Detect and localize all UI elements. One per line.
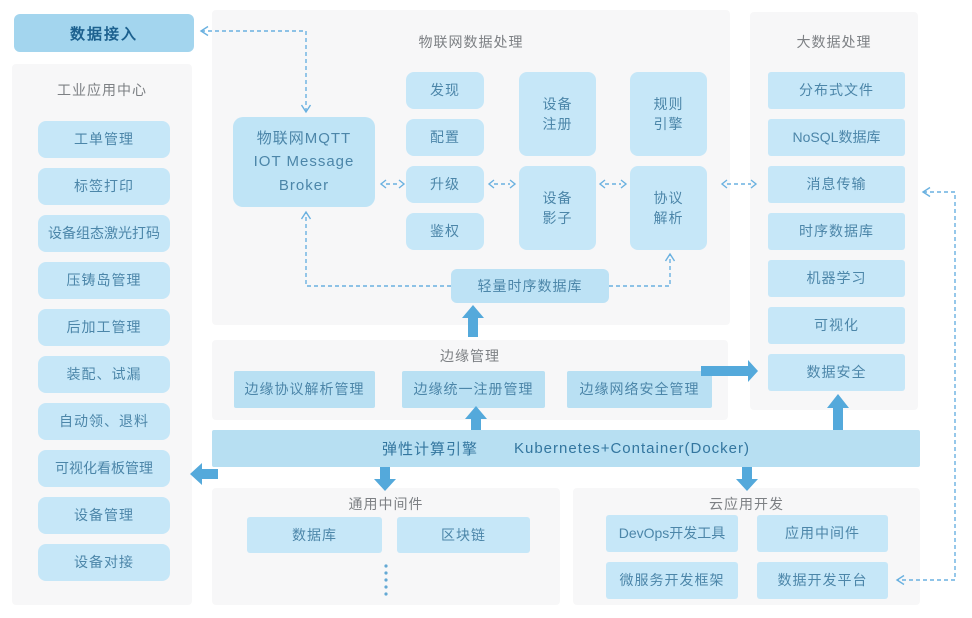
iot-node-discover: 发现 xyxy=(406,72,484,109)
app-item-post-processing: 后加工管理 xyxy=(38,309,170,346)
panel-title-big-data: 大数据处理 xyxy=(796,34,872,50)
cloud-node-data-dev-platform: 数据开发平台 xyxy=(757,562,888,599)
panel-title-iot: 物联网数据处理 xyxy=(418,34,524,50)
mqtt-broker-node: 物联网MQTT IOT Message Broker xyxy=(233,117,375,207)
iot-node-upgrade: 升级 xyxy=(406,166,484,203)
panel-edge-management: 边缘管理 边缘协议解析管理 边缘统一注册管理 边缘网络安全管理 xyxy=(212,340,728,420)
iot-node-device-registry: 设备 注册 xyxy=(519,72,596,156)
cloud-node-app-middleware: 应用中间件 xyxy=(757,515,888,552)
cloud-node-microservice-fw: 微服务开发框架 xyxy=(606,562,738,599)
edge-node-registry-mgmt: 边缘统一注册管理 xyxy=(402,371,545,408)
panel-cloud-dev: 云应用开发 DevOps开发工具 应用中间件 微服务开发框架 数据开发平台 xyxy=(573,488,920,605)
middleware-node-database: 数据库 xyxy=(247,517,382,553)
bigdata-node-nosql: NoSQL数据库 xyxy=(768,119,905,156)
panel-title-middleware: 通用中间件 xyxy=(348,496,424,512)
cloud-node-devops: DevOps开发工具 xyxy=(606,515,738,552)
edge-node-protocol-mgmt: 边缘协议解析管理 xyxy=(234,371,375,408)
bigdata-node-data-security: 数据安全 xyxy=(768,354,905,391)
data-access-node: 数据接入 xyxy=(14,14,194,52)
iot-node-rule-engine: 规则 引擎 xyxy=(630,72,707,156)
iot-node-auth: 鉴权 xyxy=(406,213,484,250)
panel-middleware: 通用中间件 数据库 区块链 xyxy=(212,488,560,605)
elastic-compute-band: 弹性计算引擎 Kubernetes+Container(Docker) xyxy=(212,430,920,467)
bigdata-node-tsdb: 时序数据库 xyxy=(768,213,905,250)
bigdata-node-messaging: 消息传输 xyxy=(768,166,905,203)
app-item-device-connect: 设备对接 xyxy=(38,544,170,581)
panel-big-data: 大数据处理 分布式文件 NoSQL数据库 消息传输 时序数据库 机器学习 可视化… xyxy=(750,12,918,410)
lite-tsdb-node: 轻量时序数据库 xyxy=(451,269,609,303)
app-item-label-print: 标签打印 xyxy=(38,168,170,205)
iot-node-device-shadow: 设备 影子 xyxy=(519,166,596,250)
panel-industrial-app-center: 工业应用中心 工单管理 标签打印 设备组态激光打码 压铸岛管理 后加工管理 装配… xyxy=(12,64,192,605)
app-item-assembly-leak: 装配、试漏 xyxy=(38,356,170,393)
bigdata-node-visualization: 可视化 xyxy=(768,307,905,344)
app-item-auto-material: 自动领、退料 xyxy=(38,403,170,440)
bigdata-node-dfs: 分布式文件 xyxy=(768,72,905,109)
app-item-dashboard-mgmt: 可视化看板管理 xyxy=(38,450,170,487)
app-item-die-cast-island: 压铸岛管理 xyxy=(38,262,170,299)
panel-title-edge: 边缘管理 xyxy=(440,348,500,364)
app-item-laser-marking: 设备组态激光打码 xyxy=(38,215,170,252)
kubernetes-container-label: Kubernetes+Container(Docker) xyxy=(513,440,751,457)
panel-title-industrial: 工业应用中心 xyxy=(57,82,147,98)
iot-node-protocol-parse: 协议 解析 xyxy=(630,166,707,250)
elastic-compute-label: 弹性计算引擎 xyxy=(381,441,478,458)
panel-title-cloud-dev: 云应用开发 xyxy=(709,496,784,512)
panel-iot-processing: 物联网数据处理 物联网MQTT IOT Message Broker 发现 配置… xyxy=(212,10,730,325)
bigdata-node-ml: 机器学习 xyxy=(768,260,905,297)
edge-node-network-security: 边缘网络安全管理 xyxy=(567,371,712,408)
iot-node-config: 配置 xyxy=(406,119,484,156)
app-item-device-mgmt: 设备管理 xyxy=(38,497,170,534)
app-item-work-order: 工单管理 xyxy=(38,121,170,158)
middleware-node-blockchain: 区块链 xyxy=(397,517,530,553)
